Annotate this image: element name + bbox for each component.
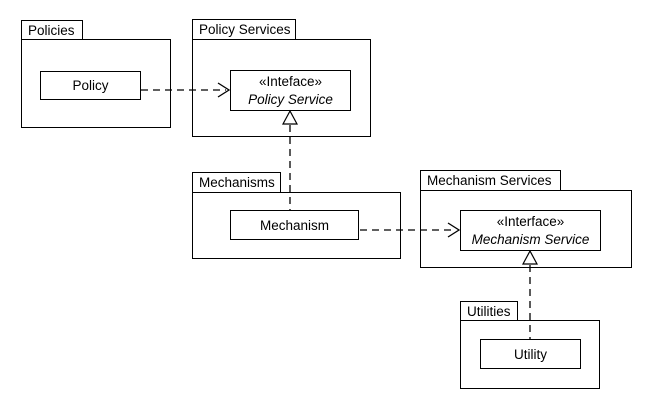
package-tab-policy-services: Policy Services — [192, 19, 296, 40]
interface-stereotype-mechanism-service: «Interface» — [496, 213, 565, 229]
package-label-utilities: Utilities — [467, 303, 511, 319]
class-mechanism: Mechanism — [230, 210, 359, 240]
class-label-policy: Policy — [72, 78, 109, 93]
package-tab-mechanisms: Mechanisms — [192, 172, 281, 193]
class-utility: Utility — [480, 339, 581, 369]
interface-name-policy-service: Policy Service — [248, 91, 333, 107]
class-label-mechanism: Mechanism — [259, 217, 330, 233]
interface-policy-service: «Inteface» Policy Service — [230, 70, 351, 111]
package-tab-mechanism-services: Mechanism Services — [420, 170, 561, 191]
package-tab-policies: Policies — [21, 20, 83, 40]
package-label-mechanism-services: Mechanism Services — [427, 173, 552, 188]
package-label-policies: Policies — [28, 22, 75, 38]
interface-name-mechanism-service: Mechanism Service — [471, 231, 590, 247]
interface-stereotype-policy-service: «Inteface» — [258, 73, 323, 89]
package-tab-utilities: Utilities — [460, 301, 518, 321]
class-label-utility: Utility — [514, 346, 547, 362]
class-policy: Policy — [40, 71, 141, 100]
package-label-mechanisms: Mechanisms — [199, 175, 275, 190]
package-label-policy-services: Policy Services — [199, 22, 291, 37]
interface-mechanism-service: «Interface» Mechanism Service — [460, 210, 601, 251]
